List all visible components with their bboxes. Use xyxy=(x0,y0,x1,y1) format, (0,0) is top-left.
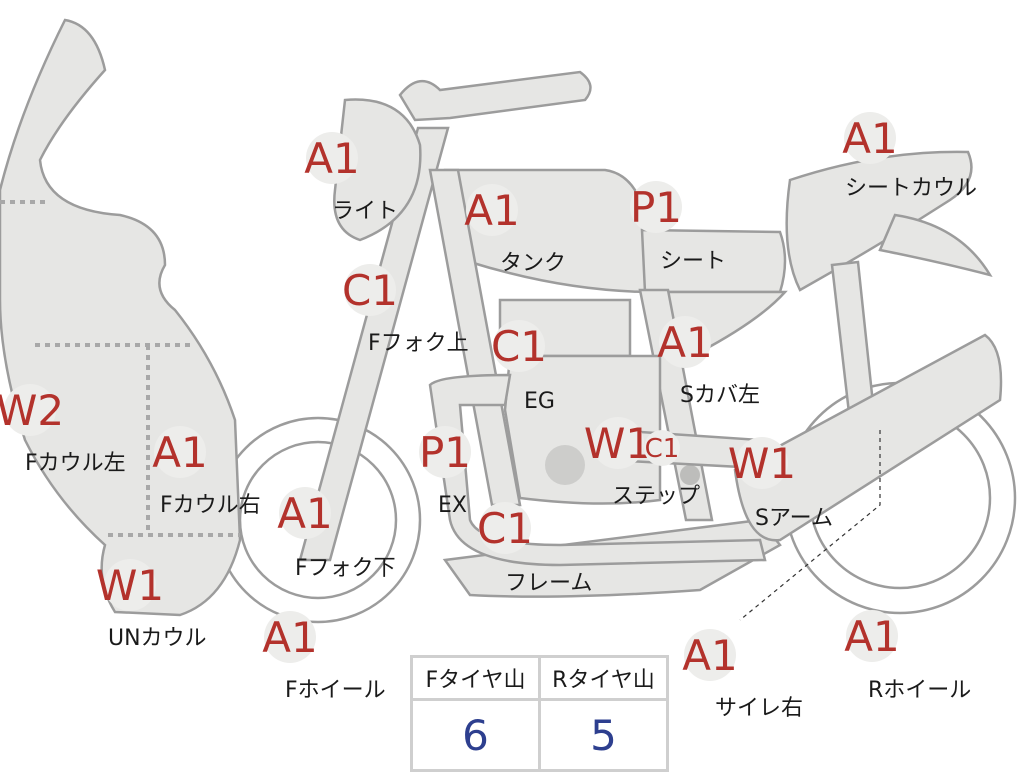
code-badge xyxy=(419,426,471,478)
condition-code: C1 xyxy=(342,266,398,315)
front-tire-header: Fタイヤ山 xyxy=(410,655,541,701)
condition-code: W1 xyxy=(584,419,652,468)
condition-code: C1 xyxy=(491,322,547,371)
code-badge xyxy=(630,181,682,233)
part-label: Fカウル右 xyxy=(160,493,261,518)
part-tag: C1 ステップ xyxy=(612,430,700,509)
code-badge xyxy=(844,112,896,164)
tail-light-fin xyxy=(878,213,993,277)
code-badge xyxy=(493,320,545,372)
condition-code: A1 xyxy=(277,489,332,538)
condition-code: A1 xyxy=(842,114,897,163)
code-badge xyxy=(684,629,736,681)
condition-code: C1 xyxy=(477,504,533,553)
code-badge xyxy=(644,430,680,466)
part-tag: W1 xyxy=(584,417,652,469)
code-badge xyxy=(659,316,711,368)
part-label: Fフォク上 xyxy=(368,331,469,356)
part-label: フレーム xyxy=(505,571,592,596)
part-label: UNカウル xyxy=(108,626,207,651)
code-badge xyxy=(306,132,358,184)
swing-arm xyxy=(733,333,1003,542)
rear-tire-header: Rタイヤ山 xyxy=(538,655,669,701)
footpeg-knob xyxy=(680,465,700,485)
part-label: Sアーム xyxy=(755,506,833,531)
condition-code: W2 xyxy=(0,386,64,435)
silencer-leader-line xyxy=(739,430,881,621)
condition-code: A1 xyxy=(682,631,737,680)
part-label: EX xyxy=(438,493,467,518)
handlebar xyxy=(398,70,592,122)
condition-code: A1 xyxy=(262,613,317,662)
part-label: Fホイール xyxy=(285,678,386,703)
condition-code: A1 xyxy=(304,134,359,183)
part-tag: C1 フレーム xyxy=(477,502,592,596)
code-badge xyxy=(104,559,156,611)
part-label: Fカウル左 xyxy=(25,451,126,476)
part-label: Rホイール xyxy=(868,678,971,703)
condition-code: A1 xyxy=(152,428,207,477)
code-badge xyxy=(479,502,531,554)
rear-tire-value: 5 xyxy=(538,698,669,772)
part-label: ステップ xyxy=(612,484,700,509)
part-label: シートカウル xyxy=(845,176,977,201)
code-badge xyxy=(466,184,518,236)
code-badge xyxy=(264,611,316,663)
condition-code: W1 xyxy=(96,561,164,610)
part-label: EG xyxy=(524,389,555,414)
part-label: サイレ右 xyxy=(715,696,803,721)
code-badge xyxy=(344,264,396,316)
part-label: Fフォク下 xyxy=(295,556,396,581)
condition-code: A1 xyxy=(657,318,712,367)
part-label: ライト xyxy=(332,199,398,224)
part-label: Sカバ左 xyxy=(680,383,760,408)
part-label: シート xyxy=(660,249,726,274)
part-tag: A1 サイレ右 xyxy=(682,629,803,721)
condition-code: P1 xyxy=(630,183,682,232)
condition-code: P1 xyxy=(419,428,471,477)
front-tire-value: 6 xyxy=(410,698,541,772)
code-badge xyxy=(846,610,898,662)
condition-code: W1 xyxy=(728,439,796,488)
front-fork xyxy=(298,126,450,562)
code-badge xyxy=(4,384,56,436)
engine-cover-circle xyxy=(545,445,585,485)
condition-code: C1 xyxy=(645,434,680,464)
seat-cowl xyxy=(785,150,973,292)
part-tag: P1 シート xyxy=(630,181,726,274)
code-badge xyxy=(592,417,644,469)
code-badge xyxy=(154,426,206,478)
condition-code: A1 xyxy=(464,186,519,235)
headlight xyxy=(333,98,422,242)
part-tag: A1 シートカウル xyxy=(842,112,977,201)
part-tag: A1 タンク xyxy=(464,184,566,276)
tire-tread-table: Fタイヤ山 Rタイヤ山 6 5 xyxy=(410,655,669,772)
code-badge xyxy=(279,487,331,539)
condition-code: A1 xyxy=(844,612,899,661)
part-label: タンク xyxy=(500,251,566,276)
part-tag: A1 ライト xyxy=(304,132,398,224)
front-cowl xyxy=(0,18,242,617)
code-badge xyxy=(736,437,788,489)
